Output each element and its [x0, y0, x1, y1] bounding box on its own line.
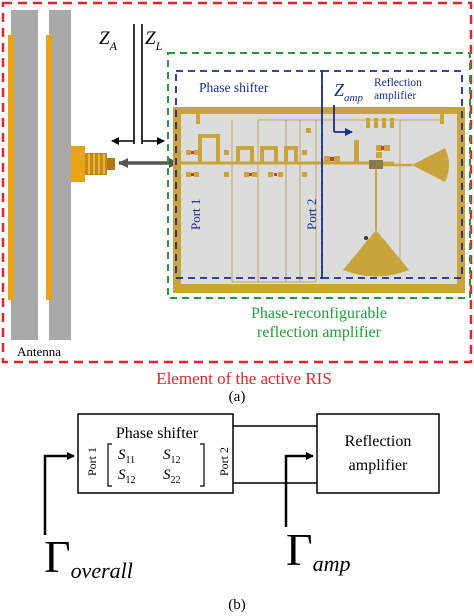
port-1-block-label: Port 1: [85, 447, 99, 476]
subfigure-a-label: (a): [229, 389, 246, 405]
antenna: [8, 10, 115, 340]
panel-b: Phase shifter S11 S12 S12 S22 Port 1 Por…: [43, 413, 440, 613]
panel-a: Antenna ZA ZL: [1, 1, 473, 405]
reconfigurable-amplifier-caption-line2: reflection amplifier: [257, 324, 382, 341]
phase-shifter-block: [77, 413, 234, 494]
pcb-board: [173, 107, 465, 293]
s12-bottom-entry: S12: [118, 467, 136, 486]
s22-entry: S22: [163, 467, 181, 486]
active-ris-element-frame: [1, 1, 473, 364]
antenna-label: Antenna: [17, 344, 61, 359]
reflection-amplifier-title-line1: Reflection: [374, 77, 422, 89]
phase-shifter-block-title: Phase shifter: [116, 425, 199, 442]
reflection-amplifier-block-line2: amplifier: [349, 457, 408, 474]
port-2-block-label: Port 2: [217, 447, 231, 476]
reflection-amplifier-title-line2: amplifier: [374, 90, 416, 102]
gamma-overall-arrow: [43, 452, 75, 535]
z-a-label: ZA: [99, 28, 118, 53]
phase-reconfigurable-amplifier-frame: [167, 52, 471, 299]
gamma-amp-label: Γamp: [286, 524, 350, 576]
s11-entry: S11: [118, 447, 135, 466]
port-2-label: Port 2: [304, 199, 319, 230]
gamma-overall-label: Γoverall: [44, 531, 133, 583]
reflection-amplifier-region: [321, 70, 463, 279]
matrix-left-bracket: [107, 443, 112, 487]
subfigure-b-label: (b): [228, 597, 246, 613]
reconfigurable-amplifier-caption-line1: Phase-reconfigurable: [251, 305, 387, 322]
active-ris-element-caption: Element of the active RIS: [156, 369, 332, 388]
z-amp-label: Zamp: [334, 80, 363, 104]
s12-top-entry: S12: [163, 447, 181, 466]
reflection-amplifier-block: [316, 413, 440, 494]
phase-shifter-title: Phase shifter: [199, 80, 269, 95]
port-1-label: Port 1: [188, 199, 203, 230]
gamma-amp-arrow: [284, 452, 314, 527]
phase-shifter-region: [175, 70, 323, 279]
matrix-right-bracket: [200, 443, 205, 487]
z-l-label: ZL: [145, 28, 163, 53]
reflection-amplifier-block-line1: Reflection: [345, 433, 412, 450]
